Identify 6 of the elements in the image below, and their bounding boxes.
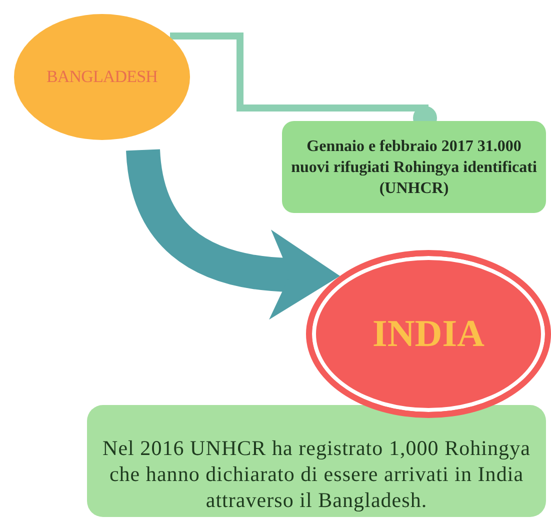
node-text: BANGLADESH [46,66,158,88]
node-text: Gennaio e febbraio 2017 31.000 nuovi rifugiati Rohingya identificati (UNHCR) [290,136,538,198]
info-box [87,405,546,517]
node-text: INDIA [372,312,484,356]
info-box [282,121,546,213]
node-text: Nel 2016 UNHCR ha registrato 1,000 Rohingya che hanno dichiarato di essere arrivati in India attraverso il Bangladesh. [102,435,532,513]
